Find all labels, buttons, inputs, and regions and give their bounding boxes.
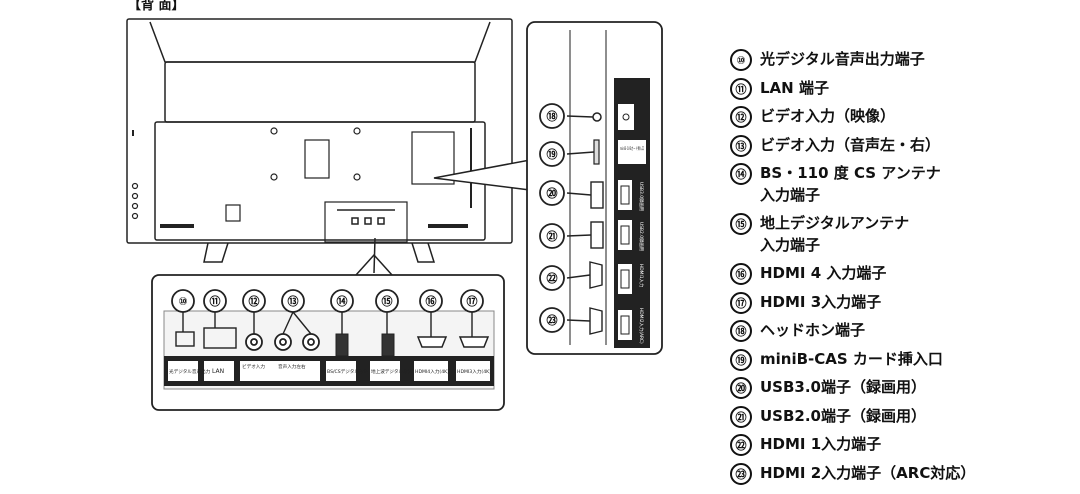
callout-19: ⑲ (547, 147, 558, 161)
legend-item-optical: ⑩ 光デジタル音声出力端子 (730, 48, 1070, 77)
legend-item-headphone: ⑱ ヘッドホン端子 (730, 319, 1070, 348)
callout-21: ㉑ (547, 229, 558, 243)
label-lan: LAN (212, 368, 224, 375)
legend-label: 光デジタル音声出力端子 (760, 50, 925, 68)
legend-label: ヘッドホン端子 (760, 321, 866, 339)
legend-item-hdmi3: ⑰ HDMI 3入力端子 (730, 291, 1070, 320)
legend-label: miniB-CAS カード挿入口 (760, 349, 943, 368)
legend-number: ⑩ (730, 49, 752, 71)
side-port-icons (620, 113, 630, 335)
legend-item-usb2: ㉑ USB2.0端子（録画用） (730, 405, 1070, 434)
tv-body (126, 18, 513, 263)
side-callout-numbers: ⑱ ⑲ ⑳ ㉑ ㉒ ㉓ (547, 109, 558, 327)
legend-number: ㉓ (730, 462, 752, 485)
callout-14: ⑭ (337, 294, 348, 308)
legend-label: HDMI 3入力端子 (760, 292, 882, 311)
legend-label: HDMI 4 入力端子 (760, 264, 887, 282)
antenna-ports (335, 333, 395, 357)
label-video: ビデオ入力 (242, 363, 265, 370)
bottom-pointer-lines (182, 311, 473, 337)
legend-label: 地上デジタルアンテナ 入力端子 (760, 214, 910, 254)
hdmi-side-ports (589, 261, 603, 335)
callout-23: ㉓ (547, 313, 558, 327)
label-audio: 音声入力左右 (278, 363, 306, 370)
callout-18: ⑱ (547, 109, 558, 123)
label-terrestrial: 地上波デジタル放送 (371, 368, 413, 375)
side-pointer-lines (566, 115, 595, 322)
label-optical: 光デジタル音声出力 (169, 368, 211, 375)
tv-vents (132, 128, 472, 228)
legend-label: ビデオ入力（映像） (760, 107, 896, 125)
rear-title: 【背 面】 (128, 0, 185, 13)
legend-number: ⑬ (730, 134, 752, 157)
label-hdmi1: HDMI1入力 (638, 264, 645, 287)
headphone-jack (592, 112, 602, 122)
legend-label: BS・110 度 CS アンテナ 入力端子 (760, 164, 941, 204)
label-bs-cs: BS/CSデジタル放送 (327, 368, 369, 375)
legend-number: ⑫ (730, 106, 752, 128)
callout-13: ⑬ (288, 294, 299, 308)
legend-number: ㉑ (730, 405, 752, 428)
callout-16: ⑯ (426, 294, 437, 308)
legend-label: USB2.0端子（録画用） (760, 406, 926, 425)
side-callout-circles (539, 103, 565, 333)
callout-15: ⑮ (382, 294, 393, 308)
legend-number: ⑰ (730, 291, 752, 314)
callout-10: ⑩ (178, 295, 187, 308)
legend-label: HDMI 2入力端子（ARC対応） (760, 463, 976, 482)
usb-ports (590, 181, 604, 249)
tv-screws (270, 127, 361, 181)
legend-number: ⑭ (730, 163, 752, 185)
legend-number: ⑯ (730, 263, 752, 285)
label-hdmi2: HDMI2入力(ARC) (638, 308, 645, 344)
label-usb3: USB3.0録画用 (638, 182, 645, 211)
legend-number: ⑳ (730, 377, 752, 399)
label-hdmi3: HDMI3入力(4K) (457, 368, 491, 375)
callout-17: ⑰ (467, 294, 478, 308)
legend-label: LAN 端子 (760, 78, 829, 97)
legend-item-lan: ⑪ LAN 端子 (730, 77, 1070, 106)
callout-20: ⑳ (547, 186, 558, 200)
label-hdmi4: HDMI4入力(4K) (415, 368, 449, 375)
tv-side-buttons (131, 182, 139, 220)
legend-label: USB3.0端子（録画用） (760, 378, 926, 396)
legend-item-hdmi1: ㉒ HDMI 1入力端子 (730, 433, 1070, 462)
bottom-callout-circles (171, 289, 484, 313)
legend-label: HDMI 1入力端子 (760, 435, 882, 453)
hdmi-bottom-ports (416, 336, 490, 348)
minib-cas-slot (593, 139, 600, 165)
optical-port (175, 331, 195, 347)
rca-audio-jacks (274, 333, 320, 351)
legend-item-minib-cas: ⑲ miniB-CAS カード挿入口 (730, 348, 1070, 377)
side-panel-edges (569, 30, 607, 345)
legend-item-audio: ⑬ ビデオ入力（音声左・右） (730, 134, 1070, 163)
legend-item-bs-cs: ⑭ BS・110 度 CS アンテナ 入力端子 (730, 162, 1070, 212)
callout-22: ㉒ (547, 271, 558, 285)
lan-port (203, 327, 237, 349)
bottom-port-labels: 光デジタル音声出力 LAN ビデオ入力 音声入力左右 BS/CSデジタル放送 地… (168, 361, 491, 381)
rca-video-jack (245, 333, 263, 351)
headphone-icon (622, 113, 630, 121)
callout-11: ⑪ (210, 294, 221, 308)
legend-item-hdmi4: ⑯ HDMI 4 入力端子 (730, 262, 1070, 291)
legend-item-video: ⑫ ビデオ入力（映像） (730, 105, 1070, 134)
legend-item-usb3: ⑳ USB3.0端子（録画用） (730, 376, 1070, 405)
label-usb2: USB2.0録画用 (638, 222, 645, 251)
legend-number: ⑪ (730, 77, 752, 100)
legend-label: ビデオ入力（音声左・右） (760, 135, 941, 154)
legend-number: ⑱ (730, 320, 752, 342)
legend-number: ㉒ (730, 434, 752, 456)
legend-item-hdmi2: ㉓ HDMI 2入力端子（ARC対応） (730, 462, 1070, 491)
legend-number: ⑮ (730, 213, 752, 235)
legend-item-terrestrial: ⑮ 地上デジタルアンテナ 入力端子 (730, 212, 1070, 262)
bottom-callout-numbers: ⑩ ⑪ ⑫ ⑬ ⑭ ⑮ ⑯ ⑰ (178, 294, 477, 308)
legend-number: ⑲ (730, 348, 752, 371)
callout-12: ⑫ (249, 294, 260, 308)
terminal-legend: ⑩ 光デジタル音声出力端子 ⑪ LAN 端子 ⑫ ビデオ入力（映像） ⑬ ビデオ… (730, 48, 1070, 490)
